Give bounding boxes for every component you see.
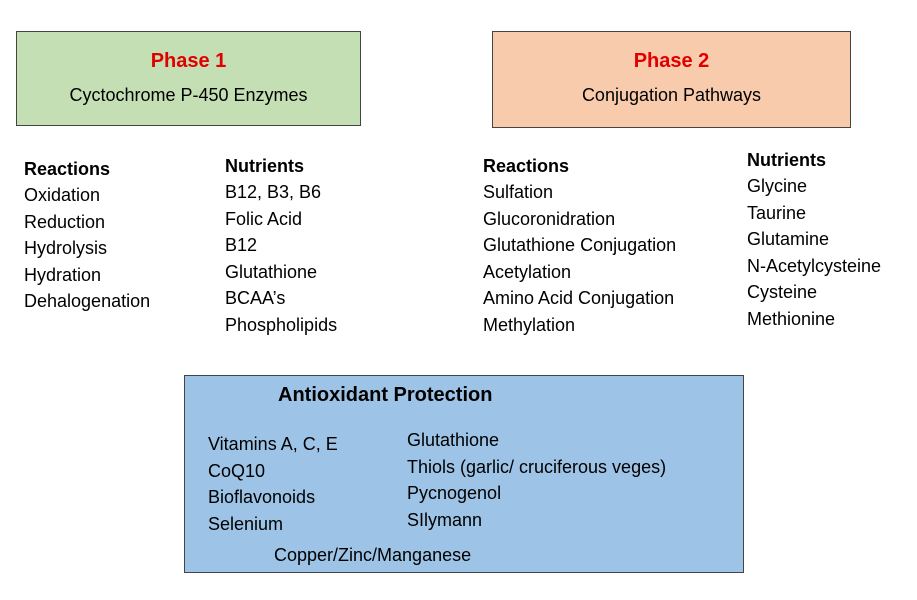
list-item: Amino Acid Conjugation — [483, 288, 675, 308]
phase1-subtitle: Cyctochrome P-450 Enzymes — [69, 85, 308, 105]
list-item: Oxidation — [24, 185, 101, 205]
phase1-reactions-heading: Reactions — [24, 159, 111, 179]
phase1-nutrients-heading: Nutrients — [225, 156, 305, 176]
list-item: Phospholipids — [225, 314, 338, 335]
list-item: Hydrolysis — [24, 238, 108, 258]
list-item: SIlymann — [407, 509, 483, 530]
list-item: Glutamine — [747, 229, 830, 249]
list-item: Folic Acid — [225, 208, 303, 229]
list-item: Selenium — [208, 513, 284, 534]
antioxidant-left-list: Vitamins A, C, E CoQ10 Bioflavonoids Sel… — [208, 431, 338, 537]
phase2-nutrients-list: Nutrients Glycine Taurine Glutamine N-Ac… — [747, 148, 881, 332]
antioxidant-box: Antioxidant Protection Vitamins A, C, E … — [184, 375, 744, 573]
phase2-box: Phase 2 Conjugation Pathways — [492, 31, 851, 128]
list-item: Reduction — [24, 211, 106, 232]
list-item: Glutathione — [225, 261, 318, 282]
list-item: Bioflavonoids — [208, 487, 316, 507]
phase1-title: Phase 1 — [150, 50, 227, 72]
phase2-reactions-heading: Reactions — [483, 156, 570, 176]
phase2-reactions-list: Reactions Sulfation Glucoronidration Glu… — [483, 154, 676, 338]
antioxidant-right-list: Glutathione Thiols (garlic/ cruciferous … — [407, 427, 666, 533]
list-item: Hydration — [24, 264, 102, 285]
list-item: Glucoronidration — [483, 208, 616, 229]
list-item: CoQ10 — [208, 460, 266, 481]
phase1-nutrients-list: Nutrients B12, B3, B6 Folic Acid B12 Glu… — [225, 154, 337, 338]
phase2-nutrients-heading: Nutrients — [747, 150, 827, 170]
list-item: Sulfation — [483, 182, 554, 202]
list-item: Acetylation — [483, 261, 572, 282]
list-item: Pycnogenol — [407, 483, 502, 503]
antioxidant-minerals: Copper/Zinc/Manganese — [274, 545, 472, 565]
list-item: B12 — [225, 235, 258, 255]
list-item: Cysteine — [747, 282, 818, 302]
list-item: Glutathione Conjugation — [483, 235, 677, 255]
phase1-box: Phase 1 Cyctochrome P-450 Enzymes — [16, 31, 361, 126]
phase2-title: Phase 2 — [633, 50, 710, 72]
list-item: Taurine — [747, 202, 807, 223]
phase1-reactions-list: Reactions Oxidation Reduction Hydrolysis… — [24, 157, 150, 315]
list-item: Methylation — [483, 314, 576, 335]
list-item: Methionine — [747, 308, 836, 329]
list-item: Vitamins A, C, E — [208, 434, 338, 454]
list-item: Dehalogenation — [24, 291, 151, 311]
list-item: Glycine — [747, 176, 808, 196]
list-item: BCAA’s — [225, 288, 286, 308]
list-item: N-Acetylcysteine — [747, 255, 882, 276]
phase2-subtitle: Conjugation Pathways — [581, 85, 762, 105]
list-item: B12, B3, B6 — [225, 182, 322, 202]
list-item: Glutathione — [407, 430, 500, 450]
list-item: Thiols (garlic/ cruciferous veges) — [407, 456, 667, 477]
antioxidant-title: Antioxidant Protection — [278, 384, 493, 406]
